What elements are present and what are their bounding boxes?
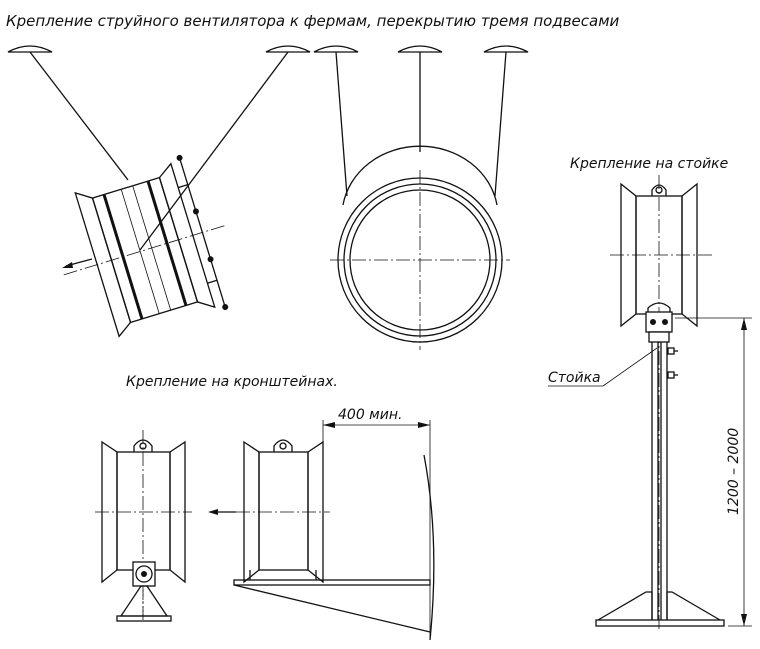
bracket-fan-left xyxy=(95,430,192,622)
fan-cone-right xyxy=(169,440,186,584)
wall-edge xyxy=(423,454,435,641)
pedestal-bracket xyxy=(119,585,169,617)
fan-housing-top xyxy=(342,145,498,206)
stand-base xyxy=(597,591,653,621)
distance-dimension-text: 400 мин. xyxy=(338,407,402,423)
fan-cone-right xyxy=(307,440,324,584)
ceiling-anchor-right xyxy=(265,45,311,53)
ceiling-anchor xyxy=(397,45,443,53)
bracket-mount-label: Крепление на кронштейнах. xyxy=(126,374,338,390)
stand-mount-view xyxy=(548,175,752,630)
hanger-rod xyxy=(29,51,129,181)
wall-bracket xyxy=(233,579,431,586)
hanger-rod xyxy=(335,51,348,197)
ceiling-anchor xyxy=(483,45,529,53)
fan-body xyxy=(258,451,309,571)
fan-cone-right xyxy=(158,162,216,309)
tilted-fan-view xyxy=(7,45,311,338)
drawing-title: Крепление струйного вентилятора к фермам… xyxy=(6,12,620,30)
height-dimension-text: 1200 – 2000 xyxy=(726,428,742,515)
fan-cone-right xyxy=(681,182,698,328)
hanger-rod xyxy=(139,51,289,251)
fan-body xyxy=(116,451,171,571)
hanger-rod xyxy=(494,51,507,197)
ceiling-anchor-left xyxy=(7,45,53,53)
stand-mount-label: Крепление на стойке xyxy=(570,156,728,172)
stand-label: Стойка xyxy=(548,370,601,386)
ceiling-anchor xyxy=(313,45,359,53)
front-view-three-hangers xyxy=(313,45,529,350)
bracket-fan-wall xyxy=(233,420,435,641)
